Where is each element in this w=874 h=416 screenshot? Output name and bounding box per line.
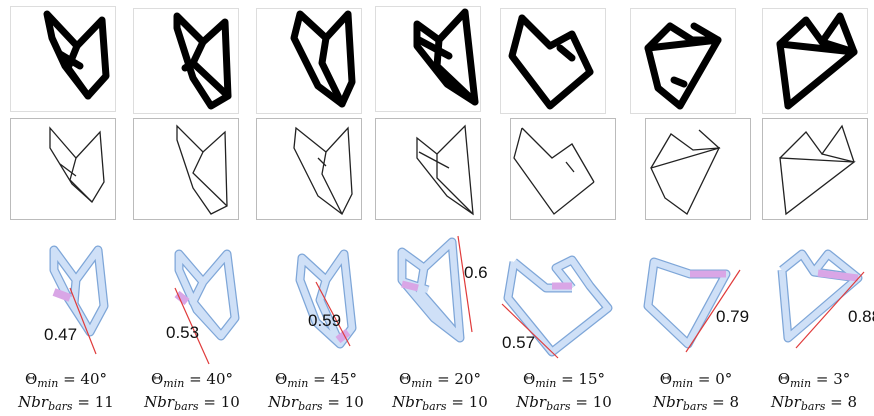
skeleton-image-6 <box>645 118 751 220</box>
measure-value: 0.47 <box>44 325 77 344</box>
topology-image-6 <box>630 8 736 114</box>
measure-value: 0.57 <box>502 333 535 352</box>
caption-6: Θmin = 0° Nbrbars = 8 <box>652 370 740 413</box>
caption-2: Θmin = 40° Nbrbars = 10 <box>144 370 240 413</box>
caption-1: Θmin = 40° Nbrbars = 11 <box>18 370 114 413</box>
bar-diagram-1: 0.47 <box>44 245 109 355</box>
skeleton-image-5 <box>510 118 616 220</box>
topology-image-3 <box>256 8 362 114</box>
bar-diagram-6: 0.79 <box>643 257 749 353</box>
skeleton-image-7 <box>762 118 868 220</box>
skeleton-image-3 <box>256 118 362 220</box>
bar-diagram-4: 0.6 <box>397 235 488 343</box>
caption-5: Θmin = 15° Nbrbars = 10 <box>516 370 612 413</box>
caption-7: Θmin = 3° Nbrbars = 8 <box>770 370 858 413</box>
bar-diagram-7: 0.88 <box>777 249 874 349</box>
bar-diagram-2: 0.53 <box>166 249 240 365</box>
measure-value: 0.6 <box>464 263 488 282</box>
caption-4: Θmin = 20° Nbrbars = 10 <box>392 370 488 413</box>
measure-value: 0.79 <box>716 307 749 326</box>
caption-3: Θmin = 45° Nbrbars = 10 <box>268 370 364 413</box>
measure-value: 0.88 <box>848 307 874 326</box>
bar-diagram-5: 0.57 <box>501 255 613 359</box>
skeleton-image-2 <box>133 118 239 220</box>
measure-value: 0.53 <box>166 323 199 342</box>
topology-image-4 <box>375 6 481 112</box>
topology-image-5 <box>500 8 606 114</box>
bar-diagram-3: 0.59 <box>295 249 357 349</box>
skeleton-image-4 <box>375 118 481 220</box>
topology-image-1 <box>10 6 116 112</box>
measure-value: 0.59 <box>308 311 341 330</box>
topology-image-2 <box>133 8 239 114</box>
skeleton-image-1 <box>10 118 116 220</box>
topology-image-7 <box>762 8 868 114</box>
